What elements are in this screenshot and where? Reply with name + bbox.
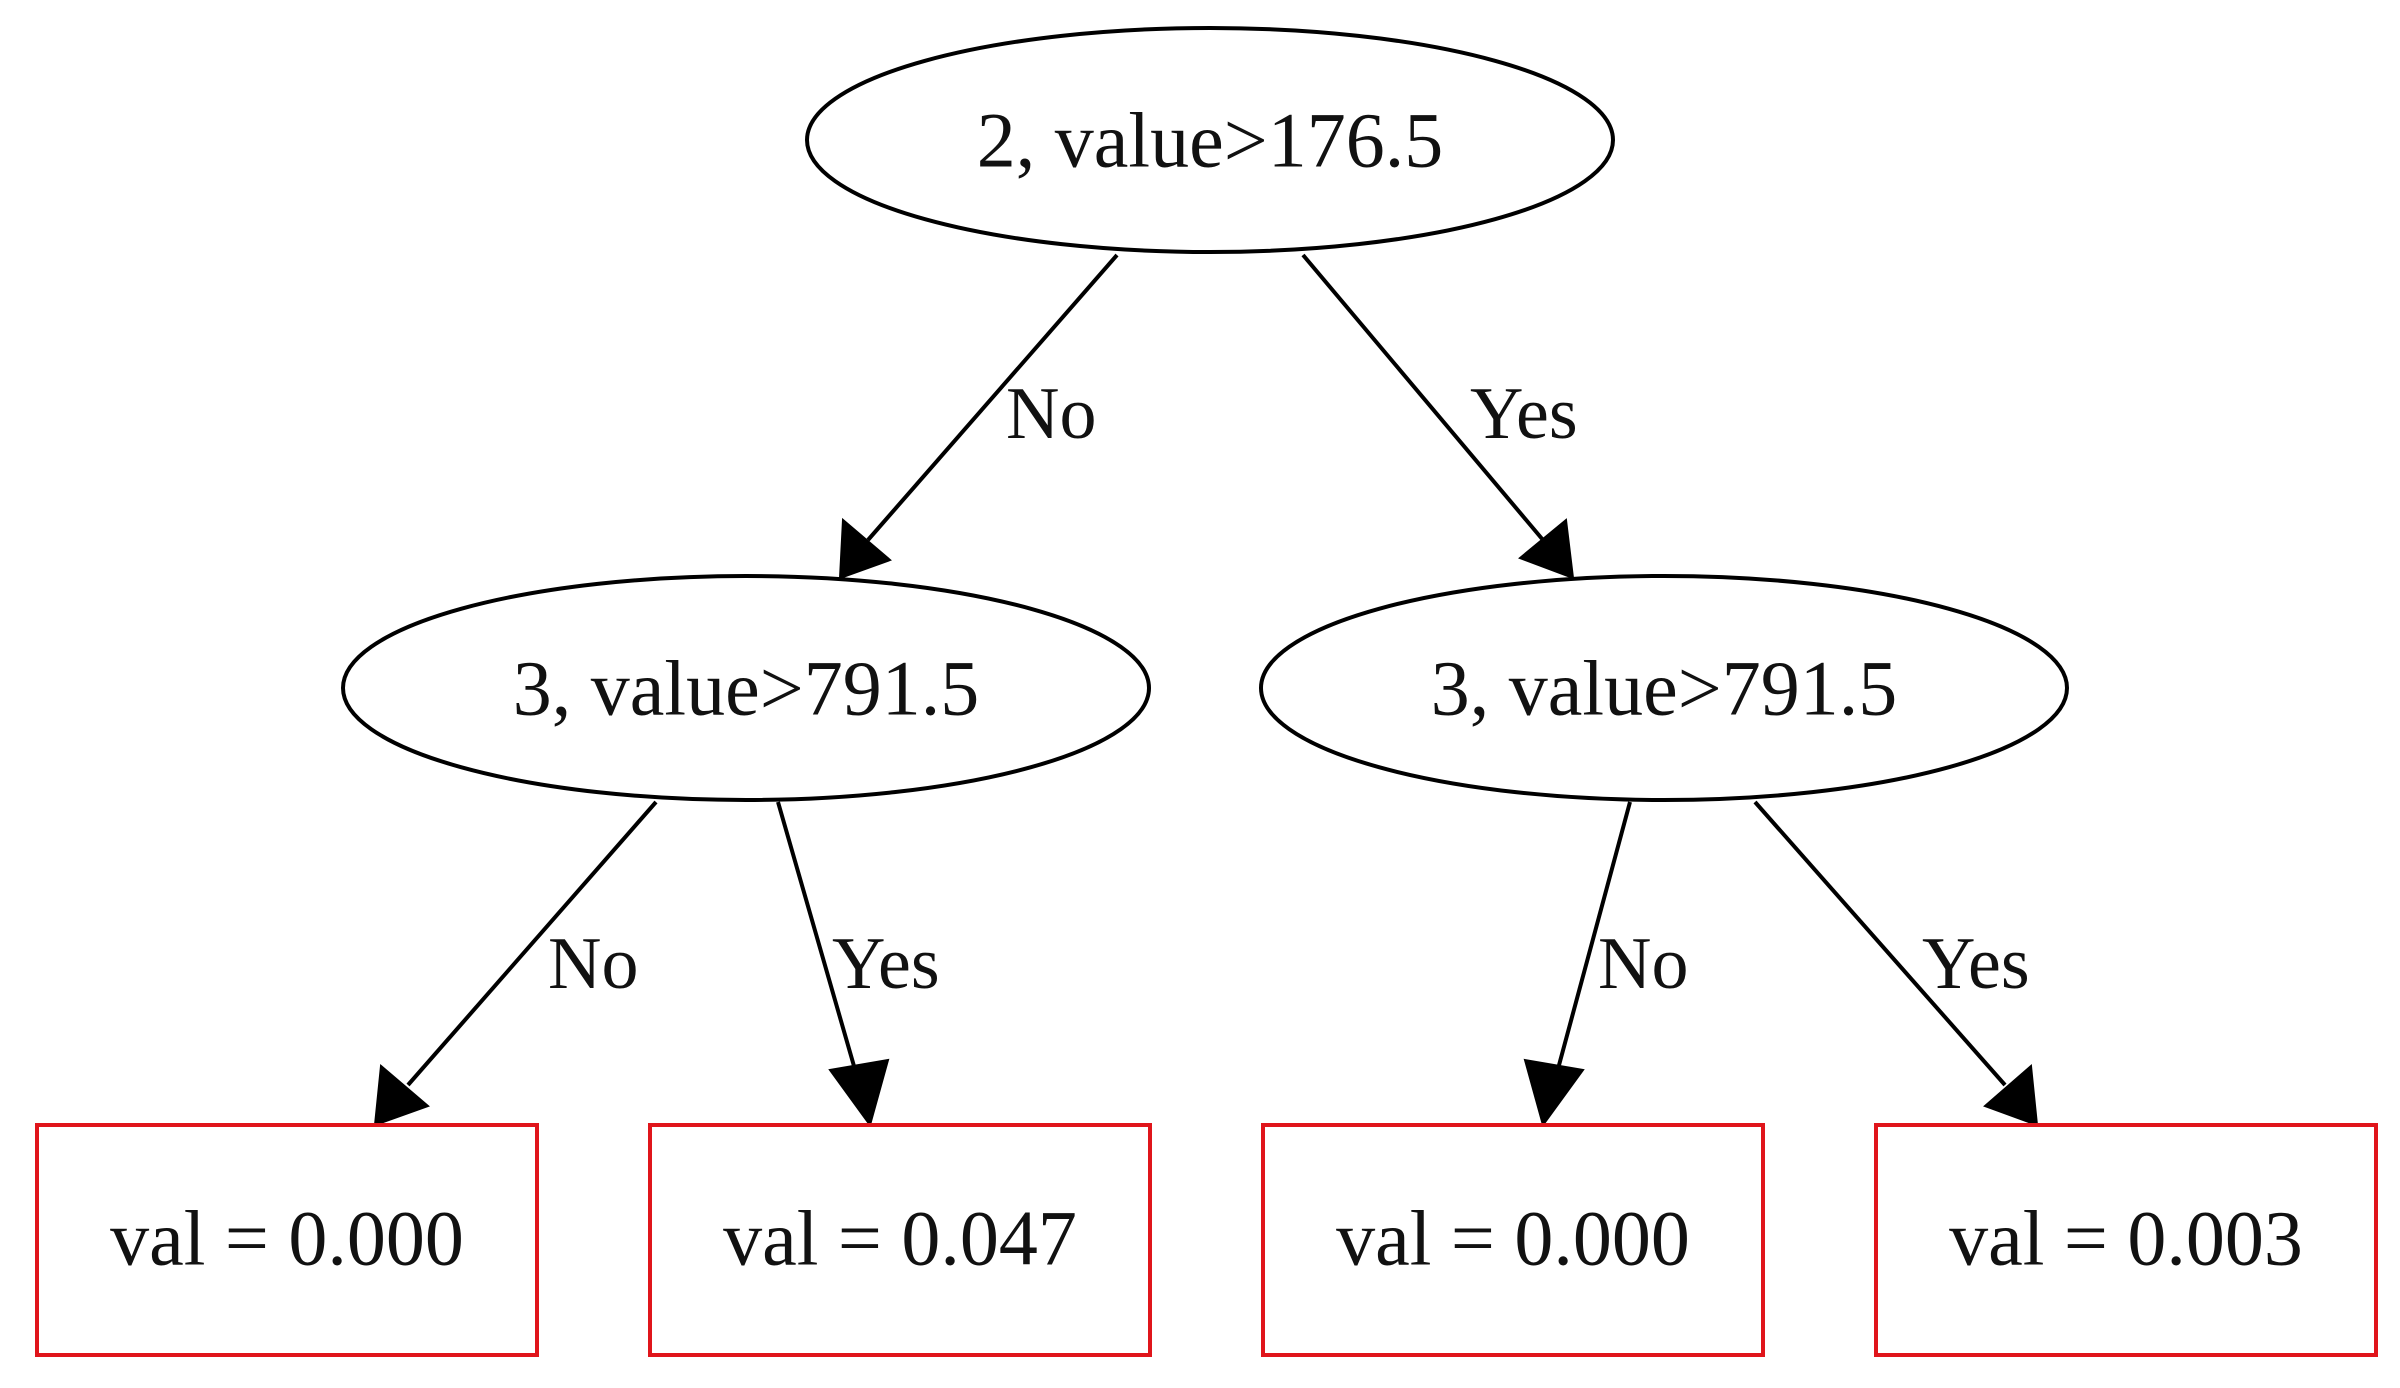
- leaf-1-label: val = 0.000: [110, 1195, 464, 1282]
- node-left-label: 3, value>791.5: [513, 645, 979, 732]
- edge-label-left-leaf2: Yes: [832, 923, 940, 1005]
- node-right: 3, value>791.5: [1259, 574, 2069, 802]
- edge-label-root-left: No: [1006, 373, 1096, 455]
- leaf-1-box: [35, 1123, 539, 1357]
- node-root-label: 2, value>176.5: [977, 97, 1443, 184]
- edge-labels: No Yes No Yes No Yes: [548, 373, 2030, 1005]
- leaf-3-box: [1261, 1123, 1765, 1357]
- edges: [373, 253, 2039, 1128]
- arrowhead-right-leaf3: [1523, 1058, 1585, 1128]
- arrowhead-root-right: [1518, 518, 1575, 580]
- node-left-shape: [341, 574, 1151, 802]
- edge-left-leaf2: [776, 801, 860, 1081]
- node-root-shape: [805, 26, 1615, 254]
- edge-right-leaf4: [1753, 800, 2007, 1087]
- leaf-2-box: [648, 1123, 1152, 1357]
- edge-label-right-leaf4: Yes: [1922, 923, 2030, 1005]
- edge-label-root-right: Yes: [1470, 373, 1578, 455]
- leaf-2-label: val = 0.047: [723, 1195, 1077, 1282]
- arrowhead-right-leaf4: [1983, 1063, 2039, 1127]
- edge-root-left: [866, 253, 1119, 542]
- edge-left-leaf1: [406, 800, 658, 1087]
- node-root: 2, value>176.5: [805, 26, 1615, 254]
- leaf-4: val = 0.003: [1874, 1123, 2378, 1357]
- leaf-3-label: val = 0.000: [1336, 1195, 1690, 1282]
- edge-label-left-leaf1: No: [548, 923, 638, 1005]
- edge-right-leaf3: [1553, 801, 1632, 1081]
- node-left: 3, value>791.5: [341, 574, 1151, 802]
- node-right-shape: [1259, 574, 2069, 802]
- leaf-4-box: [1874, 1123, 2378, 1357]
- arrowhead-left-leaf2: [828, 1058, 890, 1128]
- arrowhead-left-leaf1: [373, 1064, 430, 1127]
- node-right-label: 3, value>791.5: [1431, 645, 1897, 732]
- leaf-3: val = 0.000: [1261, 1123, 1765, 1357]
- edge-root-right: [1301, 253, 1545, 542]
- leaf-4-label: val = 0.003: [1949, 1195, 2303, 1282]
- leaf-2: val = 0.047: [648, 1123, 1152, 1357]
- leaf-1: val = 0.000: [35, 1123, 539, 1357]
- edge-label-right-leaf3: No: [1598, 923, 1688, 1005]
- arrowhead-root-left: [838, 517, 892, 580]
